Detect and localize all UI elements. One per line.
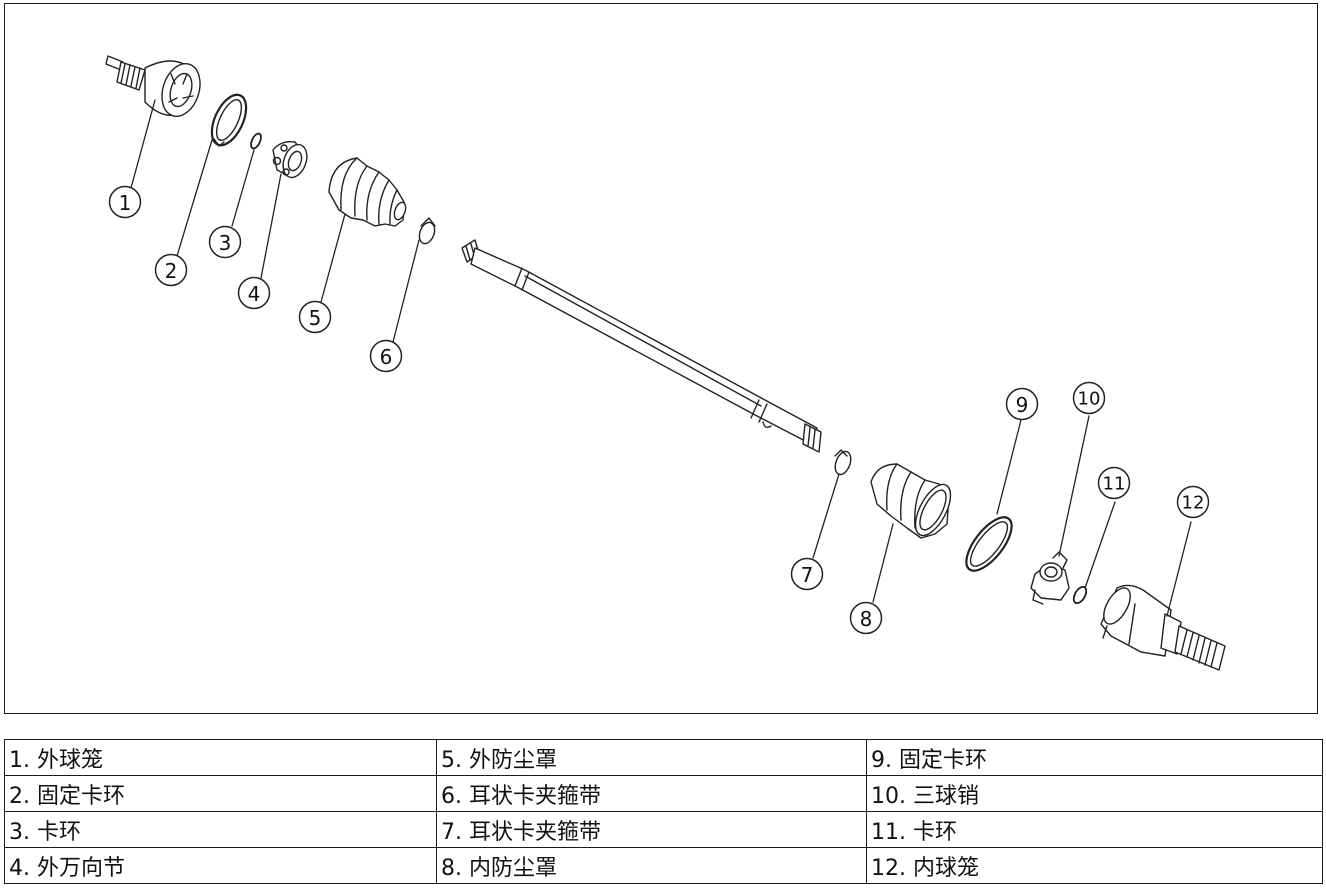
legend-row: 1. 外球笼 5. 外防尘罩 9. 固定卡环 <box>4 739 1323 776</box>
callout-number-5: 5 <box>309 306 322 330</box>
callout-number-10: 10 <box>1078 389 1101 410</box>
legend-cell: 3. 卡环 <box>4 811 437 848</box>
callout-number-7: 7 <box>801 563 814 587</box>
callout-circle-5 <box>298 300 332 334</box>
legend-cell: 5. 外防尘罩 <box>436 739 867 776</box>
legend-cell: 12. 内球笼 <box>866 847 1323 884</box>
inner-cv-housing <box>1100 584 1226 671</box>
legend-cell: 2. 固定卡环 <box>4 775 437 812</box>
callout-circle-12 <box>1176 485 1210 519</box>
leader-lines <box>130 99 1192 617</box>
legend-cell: 9. 固定卡环 <box>866 739 1323 776</box>
tripod-spider <box>1030 551 1070 605</box>
legend-cell: 10. 三球销 <box>866 775 1323 812</box>
ear-clamp-inner <box>834 449 852 476</box>
callout-number-2: 2 <box>165 259 178 283</box>
callout-number-4: 4 <box>248 282 261 306</box>
legend-cell: 11. 卡环 <box>866 811 1323 848</box>
ear-clamp-outer <box>418 217 436 245</box>
legend-row: 2. 固定卡环 6. 耳状卡夹箍带 10. 三球销 <box>4 775 1323 812</box>
snap-ring <box>250 132 262 150</box>
callout-number-6: 6 <box>380 345 393 369</box>
large-retaining-clip <box>965 516 1013 572</box>
callout-circles <box>108 185 1210 635</box>
retaining-clip-ring <box>210 93 248 147</box>
legend-cell: 1. 外球笼 <box>4 739 437 776</box>
callout-circle-9 <box>1005 387 1039 421</box>
legend-cell: 4. 外万向节 <box>4 847 437 884</box>
legend-cell: 7. 耳状卡夹箍带 <box>436 811 867 848</box>
callout-number-1: 1 <box>119 191 132 215</box>
callout-number-12: 12 <box>1182 493 1205 514</box>
callout-number-8: 8 <box>860 607 873 631</box>
axle-shaft <box>461 239 822 453</box>
callout-number-3: 3 <box>219 231 232 255</box>
exploded-diagram: 1 2 3 4 5 6 7 8 9 10 11 12 <box>4 3 1318 714</box>
callout-circle-11 <box>1097 466 1131 500</box>
callout-number-11: 11 <box>1103 474 1126 495</box>
callout-circle-6 <box>369 339 403 373</box>
callout-circle-4 <box>237 276 271 310</box>
legend-cell: 6. 耳状卡夹箍带 <box>436 775 867 812</box>
outer-cv-joint <box>105 55 201 117</box>
callout-circle-3 <box>208 225 242 259</box>
parts-legend-table: 1. 外球笼 5. 外防尘罩 9. 固定卡环 2. 固定卡环 6. 耳状卡夹箍带… <box>4 739 1323 884</box>
legend-row: 3. 卡环 7. 耳状卡夹箍带 11. 卡环 <box>4 811 1323 848</box>
callout-circle-7 <box>790 557 824 591</box>
small-snap-ring <box>1072 585 1088 605</box>
outer-joint-cage <box>272 140 308 179</box>
diagram-svg: 1 2 3 4 5 6 7 8 9 10 11 12 <box>105 55 1226 671</box>
callout-circle-2 <box>154 253 188 287</box>
callout-number-9: 9 <box>1016 393 1029 417</box>
callout-circle-8 <box>849 601 883 635</box>
inner-boot <box>870 463 952 539</box>
legend-row: 4. 外万向节 8. 内防尘罩 12. 内球笼 <box>4 847 1323 884</box>
legend-cell: 8. 内防尘罩 <box>436 847 867 884</box>
outer-boot <box>328 157 407 227</box>
callout-circle-1 <box>108 185 142 219</box>
callout-circle-10 <box>1072 381 1106 415</box>
